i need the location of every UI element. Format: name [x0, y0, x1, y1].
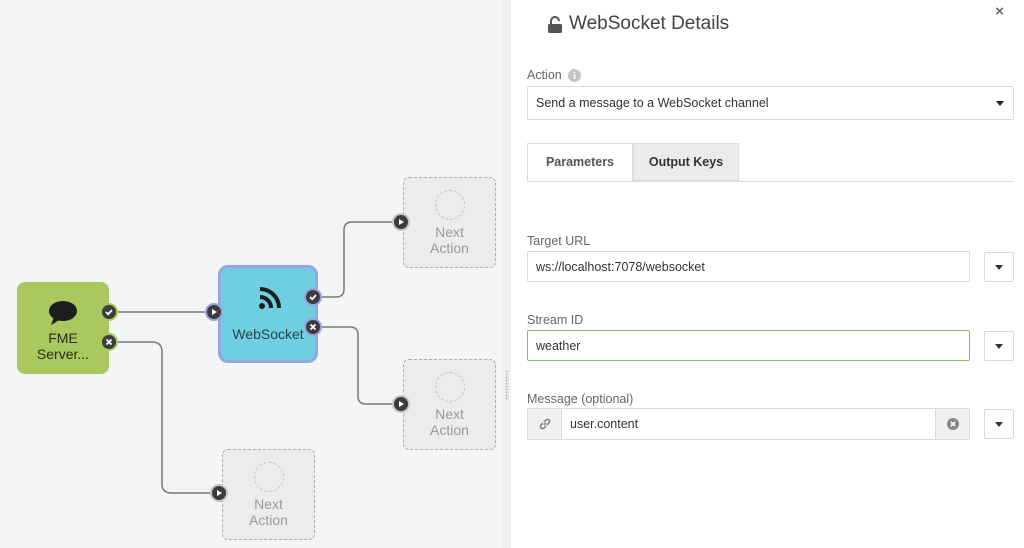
next-action-bottom-input-port[interactable]	[210, 484, 228, 502]
tab-output-keys[interactable]: Output Keys	[633, 143, 739, 181]
stream-id-options-button[interactable]	[984, 331, 1014, 361]
message-label: Message (optional)	[527, 392, 634, 406]
next-mid-line1: Next	[435, 406, 464, 422]
rss-feed-icon	[259, 287, 281, 309]
wire-fme-to-next-bottom	[118, 341, 210, 494]
next-top-line2: Action	[430, 240, 469, 256]
chat-bubble-icon	[49, 301, 77, 325]
link-icon	[528, 409, 562, 439]
workflow-canvas[interactable]: FME Server... WebSocket Next Action	[0, 0, 502, 548]
websocket-node[interactable]: WebSocket	[218, 265, 318, 363]
target-url-label: Target URL	[527, 234, 591, 248]
next-action-bottom-label: Next Action	[223, 496, 314, 528]
stream-id-input[interactable]: weather	[527, 330, 970, 361]
check-icon	[105, 309, 113, 316]
details-panel: × WebSocket Details Action Send a messag…	[511, 0, 1024, 548]
message-value: user.content	[570, 417, 639, 431]
play-icon	[399, 219, 404, 225]
action-select-value: Send a message to a WebSocket channel	[536, 96, 769, 110]
action-label: Action	[527, 68, 581, 82]
next-bottom-line1: Next	[254, 496, 283, 512]
fme-label-line2: Server...	[36, 346, 90, 362]
caret-down-icon	[996, 101, 1004, 106]
message-input[interactable]: user.content	[562, 409, 935, 439]
x-icon	[105, 338, 113, 346]
next-action-mid-input-port[interactable]	[392, 395, 410, 413]
clear-circle-icon	[946, 418, 959, 430]
action-label-text: Action	[527, 68, 562, 82]
placeholder-circle-icon	[434, 190, 465, 220]
resize-grip-icon[interactable]	[505, 370, 509, 400]
websocket-node-label: WebSocket	[232, 326, 304, 342]
target-url-input[interactable]: ws://localhost:7078/websocket	[527, 251, 970, 282]
next-action-top-node[interactable]: Next Action	[403, 177, 496, 268]
caret-down-icon	[995, 422, 1003, 427]
websocket-failure-port[interactable]	[304, 318, 322, 336]
next-action-mid-label: Next Action	[404, 406, 495, 438]
placeholder-circle-icon	[434, 372, 465, 402]
tab-bar: Parameters Output Keys	[527, 143, 1014, 182]
next-mid-line2: Action	[430, 422, 469, 438]
panel-title: WebSocket Details	[547, 13, 729, 35]
play-icon	[217, 490, 222, 496]
next-action-top-input-port[interactable]	[392, 213, 410, 231]
message-input-group[interactable]: user.content	[527, 408, 970, 440]
caret-down-icon	[995, 344, 1003, 349]
info-icon[interactable]	[567, 68, 581, 82]
target-url-options-button[interactable]	[984, 252, 1014, 282]
fme-server-node[interactable]: FME Server...	[17, 282, 109, 374]
check-icon	[309, 294, 317, 301]
next-action-mid-node[interactable]: Next Action	[403, 359, 496, 450]
placeholder-circle-icon	[253, 462, 284, 492]
connection-wires	[118, 221, 392, 494]
fme-success-port[interactable]	[100, 303, 118, 321]
message-options-button[interactable]	[984, 409, 1014, 439]
unlock-icon	[548, 15, 562, 33]
websocket-input-port[interactable]	[205, 303, 223, 321]
tab-parameters[interactable]: Parameters	[527, 143, 633, 181]
fme-failure-port[interactable]	[100, 333, 118, 351]
x-icon	[309, 323, 317, 331]
stream-id-value: weather	[536, 338, 581, 353]
next-action-bottom-node[interactable]: Next Action	[222, 449, 315, 540]
target-url-value: ws://localhost:7078/websocket	[536, 259, 705, 274]
wire-websocket-to-next-top	[322, 221, 392, 298]
action-select[interactable]: Send a message to a WebSocket channel	[527, 86, 1014, 120]
play-icon	[212, 309, 217, 315]
wire-websocket-to-next-mid	[322, 326, 392, 405]
panel-title-text: WebSocket Details	[569, 13, 730, 34]
caret-down-icon	[995, 265, 1003, 270]
clear-message-button[interactable]	[935, 409, 969, 439]
close-button[interactable]: ×	[995, 3, 1004, 20]
panel-resize-divider[interactable]	[502, 0, 511, 548]
fme-label-line1: FME	[48, 330, 78, 346]
next-bottom-line2: Action	[249, 512, 288, 528]
next-top-line1: Next	[435, 224, 464, 240]
websocket-success-port[interactable]	[304, 288, 322, 306]
stream-id-label: Stream ID	[527, 313, 584, 327]
play-icon	[399, 401, 404, 407]
fme-node-label: FME Server...	[17, 330, 109, 362]
next-action-top-label: Next Action	[404, 224, 495, 256]
